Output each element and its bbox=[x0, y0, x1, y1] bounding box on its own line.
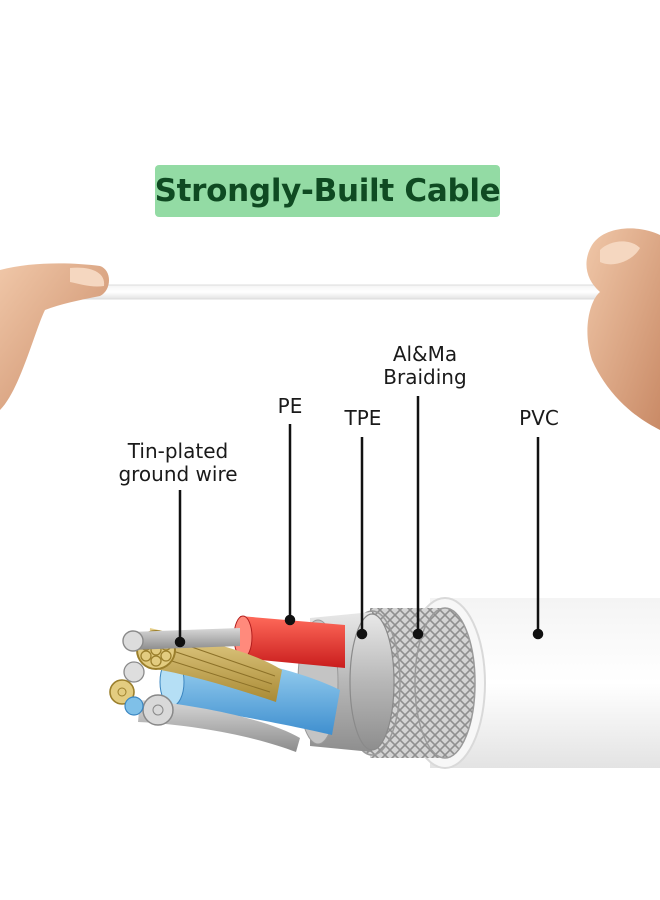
leader-lines bbox=[174, 396, 544, 648]
label-tpe: TPE bbox=[344, 406, 382, 430]
silver-strands bbox=[122, 628, 300, 752]
label-line: ground wire bbox=[118, 462, 238, 486]
label-braiding: Al&Ma Braiding bbox=[372, 343, 478, 389]
label-line: Braiding bbox=[383, 365, 467, 389]
title-badge: Strongly-Built Cable bbox=[154, 165, 501, 217]
label-pvc: PVC bbox=[519, 406, 559, 430]
label-pe: PE bbox=[277, 394, 303, 418]
right-hand-image bbox=[586, 228, 660, 430]
label-tin-plated-ground-wire: Tin-plated ground wire bbox=[108, 440, 248, 486]
label-line: Al&Ma bbox=[392, 342, 458, 366]
page-title: Strongly-Built Cable bbox=[154, 173, 501, 209]
stretched-cable bbox=[39, 284, 606, 300]
label-line: Tin-plated bbox=[127, 439, 229, 463]
left-hand-image bbox=[0, 263, 109, 410]
